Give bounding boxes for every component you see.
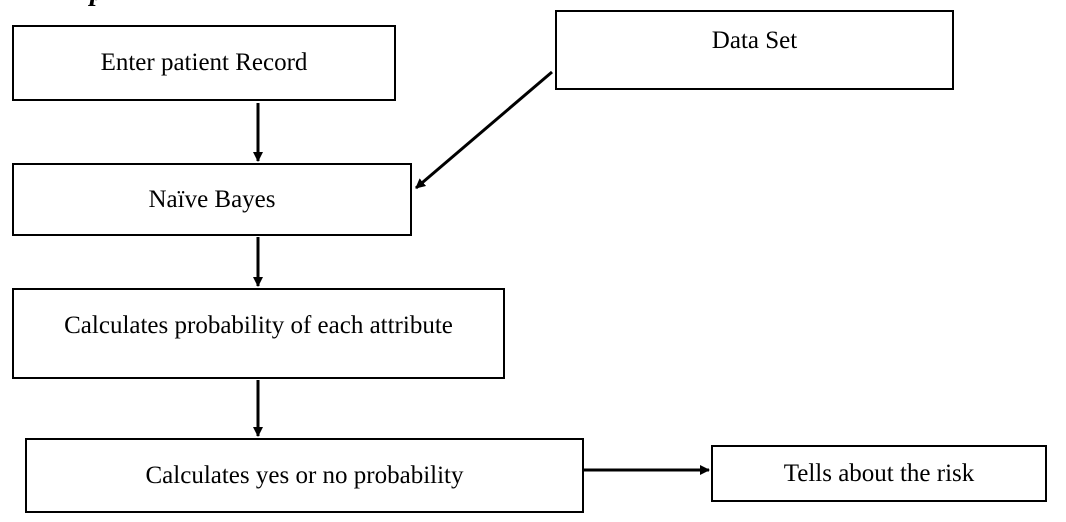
node-tells-about-risk: Tells about the risk [711,445,1047,502]
node-label: Data Set [711,27,798,54]
cropped-heading-fragment: p [90,0,104,6]
node-label: Naïve Bayes [148,185,276,213]
node-label: Calculates probability of each attribute [64,312,453,339]
node-calculates-yes-no-probability: Calculates yes or no probability [25,438,584,513]
node-label: Tells about the risk [783,459,975,487]
node-data-set: Data Set [555,10,954,90]
node-label: Enter patient Record [100,49,308,77]
node-label: Calculates yes or no probability [145,461,464,489]
node-calculates-attribute-probability: Calculates probability of each attribute [12,288,505,379]
node-naive-bayes: Naïve Bayes [12,163,412,236]
arrow-dataset-to-naive [415,70,553,190]
node-enter-patient-record: Enter patient Record [12,25,396,101]
